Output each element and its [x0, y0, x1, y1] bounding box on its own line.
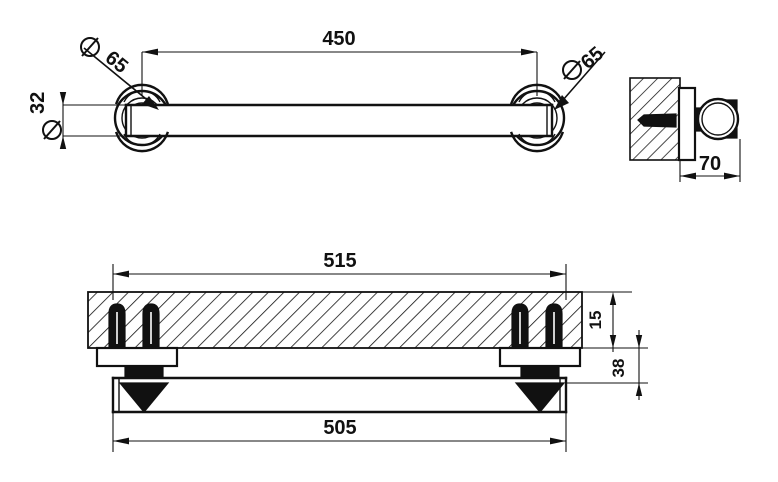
- dimension-arrow-icon: [142, 48, 158, 56]
- left-flange-arc-top: [114, 83, 170, 105]
- left-flange-arc-bottom-inner: [123, 133, 161, 146]
- dimension-arrow-icon: [142, 96, 159, 110]
- dimension-arrow-icon: [550, 437, 566, 445]
- dimension-arrow-icon: [554, 95, 569, 110]
- dimension-label-dia65-left: 65: [101, 47, 132, 78]
- right-flange-arc-bottom: [509, 131, 565, 153]
- right-flange-arc-top-inner: [518, 90, 556, 103]
- dimension-arrow-icon: [550, 270, 566, 278]
- dimension-arrow-icon: [635, 383, 643, 396]
- view-side-section: 70: [629, 77, 741, 182]
- dimension-arrow-icon: [59, 92, 67, 105]
- anchor-bolt-side: [637, 113, 677, 128]
- wall-plan-hatch: [87, 291, 583, 349]
- dimension-label-38: 38: [609, 359, 628, 378]
- dimension-arrow-icon: [521, 48, 537, 56]
- dimension-arrow-icon: [724, 172, 740, 180]
- dimension-label-70: 70: [699, 153, 721, 175]
- view-front-elevation: 450: [27, 28, 608, 153]
- dimension-arrow-icon: [113, 270, 129, 278]
- dimension-label-450: 450: [322, 28, 355, 50]
- right-flange-arc-bottom-inner: [518, 133, 556, 146]
- dimension-arrow-icon: [609, 335, 617, 348]
- dimension-label-15: 15: [586, 311, 605, 330]
- leader-line-dia65-left: [83, 47, 158, 109]
- tube-body-mask: [126, 105, 552, 136]
- bracket-cone-right-overlay: [514, 382, 566, 413]
- bar-plan-mask: [113, 378, 566, 412]
- dimension-arrow-icon: [635, 335, 643, 348]
- left-flange-arc-bottom: [114, 131, 170, 153]
- base-plate-right: [498, 346, 582, 368]
- dimension-arrow-icon: [609, 292, 617, 305]
- base-plate-left: [95, 346, 179, 368]
- dimension-arrow-icon: [113, 437, 129, 445]
- dimension-label-dia32: 32: [27, 92, 49, 114]
- diameter-symbol-icon-left: [80, 37, 100, 57]
- dimension-arrow-icon: [59, 136, 67, 149]
- right-flange-arc-top: [509, 83, 565, 105]
- dimension-label-515: 515: [323, 250, 356, 272]
- mounting-flange-plate: [677, 86, 697, 162]
- bracket-cone-left-overlay: [118, 382, 170, 413]
- dimension-arrow-icon: [680, 172, 696, 180]
- dimension-label-505: 505: [323, 417, 356, 439]
- tube-end-circle-outer: [696, 97, 740, 141]
- tube-end-circle-inner: [701, 102, 735, 136]
- view-plan-section: 515: [87, 250, 648, 452]
- diameter-symbol-icon-tube: [42, 120, 62, 140]
- left-flange-arc-top-inner: [123, 90, 161, 103]
- diameter-symbol-icon-right: [562, 60, 582, 80]
